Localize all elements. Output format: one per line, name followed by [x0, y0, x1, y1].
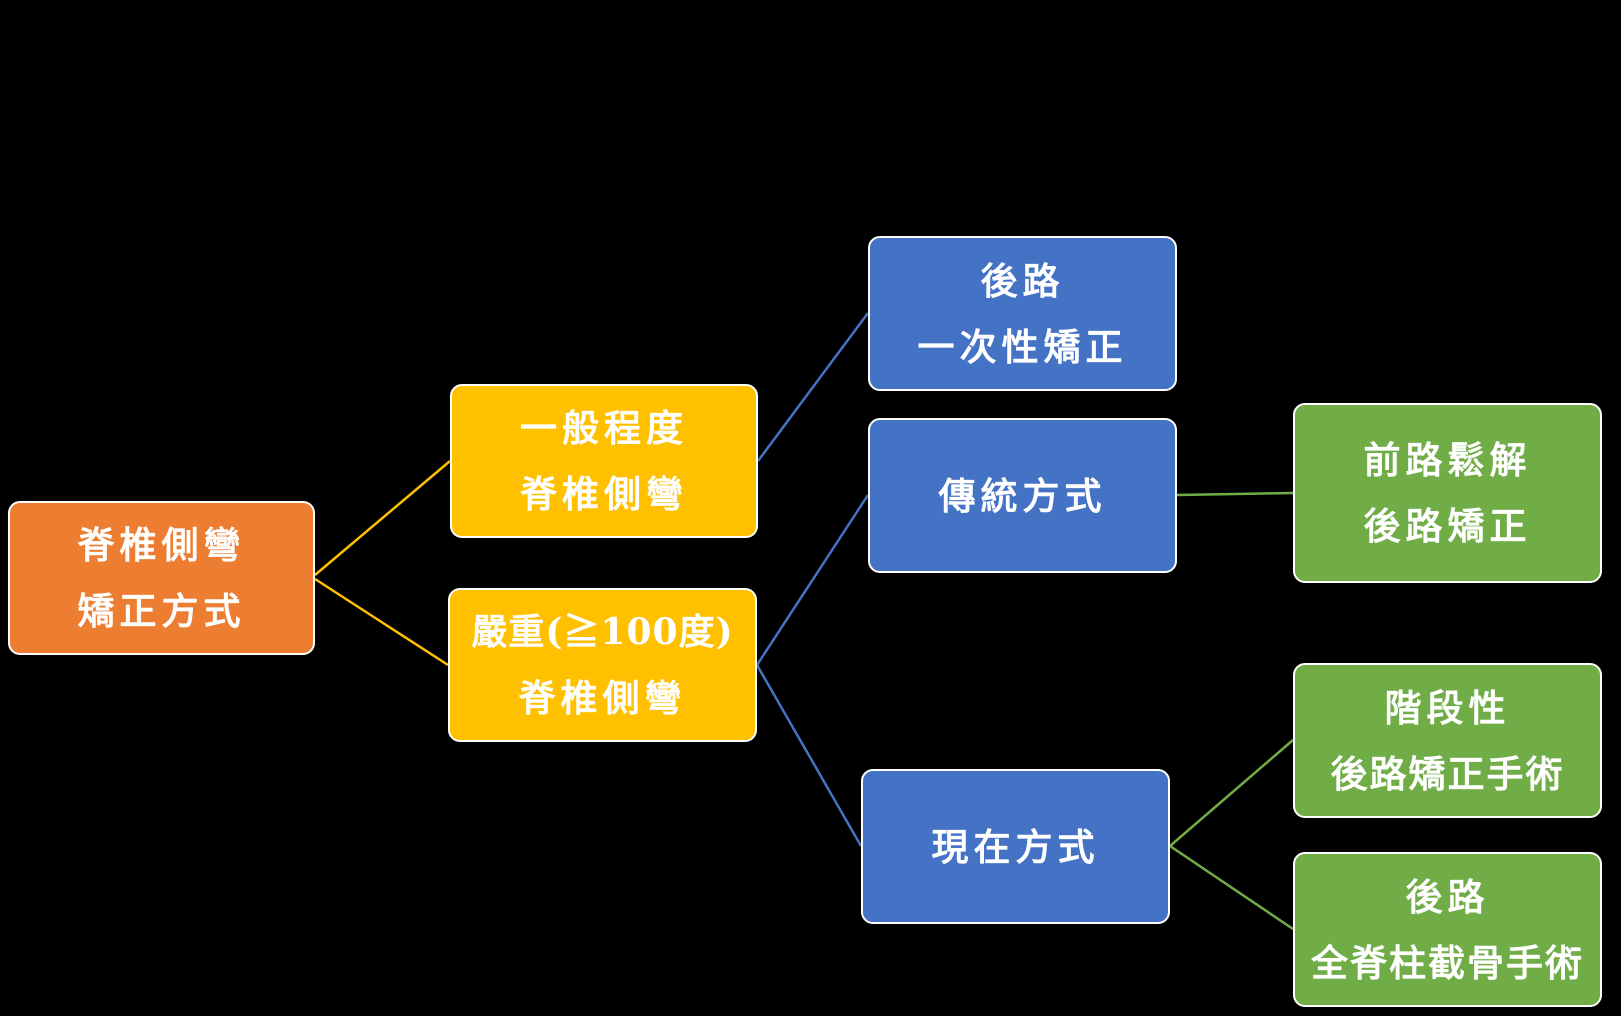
node-label-line1: 嚴重(≧100度) — [471, 611, 734, 653]
node-posterior-vertebral-column-resection: 後路 全脊柱截骨手術 — [1293, 852, 1602, 1007]
node-label-line1: 階段性 — [1384, 685, 1511, 730]
node-label-line1: 脊椎側彎 — [77, 523, 246, 567]
node-current-method: 現在方式 — [861, 769, 1170, 924]
connector-severe-traditional — [755, 494, 870, 666]
node-label-line2: 矯正方式 — [77, 589, 246, 633]
node-label-line1: 現在方式 — [931, 824, 1100, 869]
node-label-line2: 後路矯正 — [1363, 504, 1532, 548]
node-label-line1: 前路鬆解 — [1363, 438, 1532, 482]
node-general-scoliosis: 一般程度 脊椎側彎 — [450, 384, 758, 538]
node-label-line2: 脊椎側彎 — [520, 472, 688, 516]
node-staged-posterior-correction: 階段性 後路矯正手術 — [1293, 663, 1602, 818]
connector-modern-vcr — [1169, 844, 1294, 931]
node-label-line2: 全脊柱截骨手術 — [1311, 940, 1584, 985]
connector-mild-one-step — [756, 312, 870, 462]
node-anterior-release-posterior-correction: 前路鬆解 後路矯正 — [1293, 403, 1602, 583]
connector-root-severe — [314, 577, 449, 667]
node-label-line1: 傳統方式 — [938, 473, 1107, 518]
connector-modern-staged — [1169, 739, 1294, 847]
node-label-line2: 一次性矯正 — [917, 324, 1128, 369]
node-posterior-one-step: 後路 一次性矯正 — [868, 236, 1177, 391]
connector-root-mild — [314, 460, 451, 576]
node-scoliosis-correction-methods: 脊椎側彎 矯正方式 — [8, 501, 315, 655]
node-label-line2: 脊椎側彎 — [518, 676, 687, 720]
connector-traditional-release — [1176, 491, 1294, 497]
connector-severe-modern — [755, 664, 863, 847]
node-severe-scoliosis: 嚴重(≧100度) 脊椎側彎 — [448, 588, 757, 742]
node-label-line1: 後路 — [1405, 874, 1490, 919]
node-traditional-method: 傳統方式 — [868, 418, 1177, 573]
node-label-line1: 一般程度 — [520, 406, 688, 450]
node-label-line1: 後路 — [980, 258, 1065, 303]
node-label-line2: 後路矯正手術 — [1330, 751, 1565, 796]
